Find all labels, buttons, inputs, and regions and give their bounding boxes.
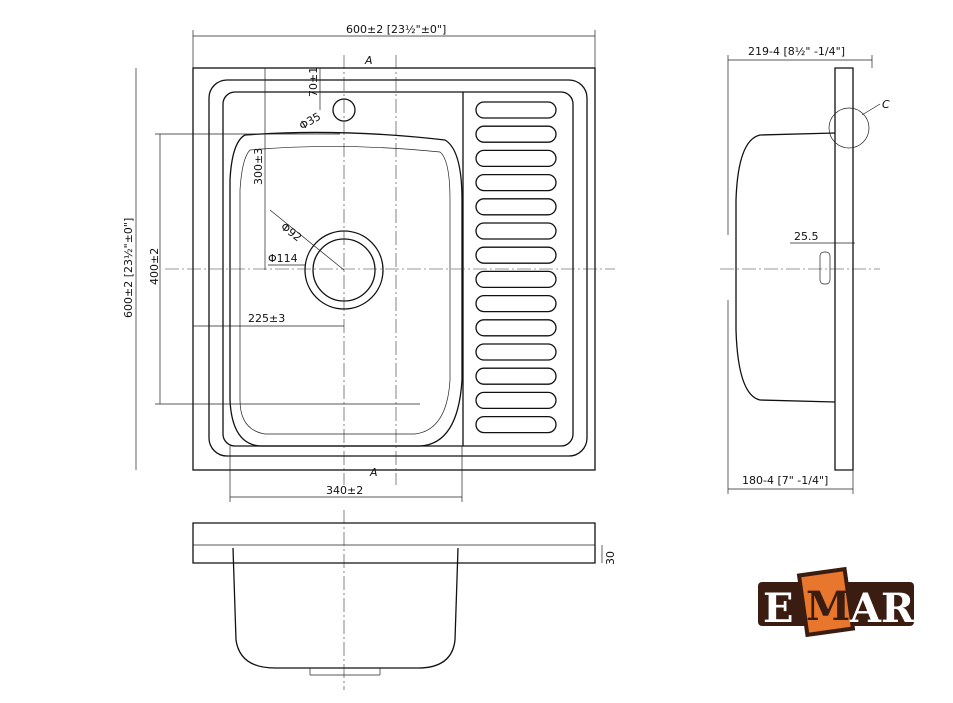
drain-groove	[475, 149, 557, 168]
drain-groove	[475, 198, 557, 216]
dim-drain-outer: Φ114	[268, 252, 298, 265]
drain-groove	[475, 173, 557, 192]
dim-side-top: 219-4 [8½" -1/4"]	[748, 45, 845, 58]
drain-groove	[475, 294, 557, 313]
dim-drain-from-left: 225±3	[248, 312, 285, 325]
dim-rim-height: 30	[604, 551, 617, 565]
dim-drain-inner: Φ92	[278, 220, 304, 244]
drain-groove	[475, 343, 557, 361]
svg-text:AR: AR	[849, 585, 915, 632]
dim-top-width: 600±2 [23½"±0"]	[346, 23, 446, 36]
dim-bowl-width: 340±2	[326, 484, 363, 497]
side-view: C 25.5 219-4 [8½" -1/4"] 180-4 [7" -1/4"…	[720, 45, 890, 494]
drain-groove	[475, 246, 557, 264]
dim-tap-hole: Φ35	[297, 110, 323, 133]
section-mark-top: A	[364, 54, 373, 67]
section-mark-bottom: A	[369, 466, 378, 479]
dim-tap-offset: 70±1	[307, 67, 320, 97]
drain-groove	[475, 222, 557, 240]
dim-bowl-height: 400±2	[148, 248, 161, 285]
top-view: 600±2 [23½"±0"] 600±2 [23½"±0"] 400±2 30…	[122, 23, 615, 502]
emar-logo: E M AR	[758, 566, 915, 638]
front-section-view: 30	[192, 510, 617, 690]
drain-groove	[475, 101, 557, 119]
detail-mark: C	[882, 98, 890, 111]
drain-groove	[475, 367, 557, 385]
drainboard-grooves	[475, 101, 557, 434]
dim-overflow-offset: 25.5	[794, 230, 819, 243]
drain-groove	[475, 270, 557, 289]
dim-left-height: 600±2 [23½"±0"]	[122, 218, 135, 318]
svg-text:E: E	[763, 585, 794, 632]
drain-groove	[475, 415, 557, 434]
dim-side-bottom: 180-4 [7" -1/4"]	[742, 474, 828, 487]
drain-groove	[475, 125, 557, 143]
drain-groove	[475, 391, 557, 410]
dim-drain-from-top: 300±3	[252, 148, 265, 185]
svg-text:M: M	[806, 583, 850, 630]
drain-groove	[475, 319, 557, 337]
